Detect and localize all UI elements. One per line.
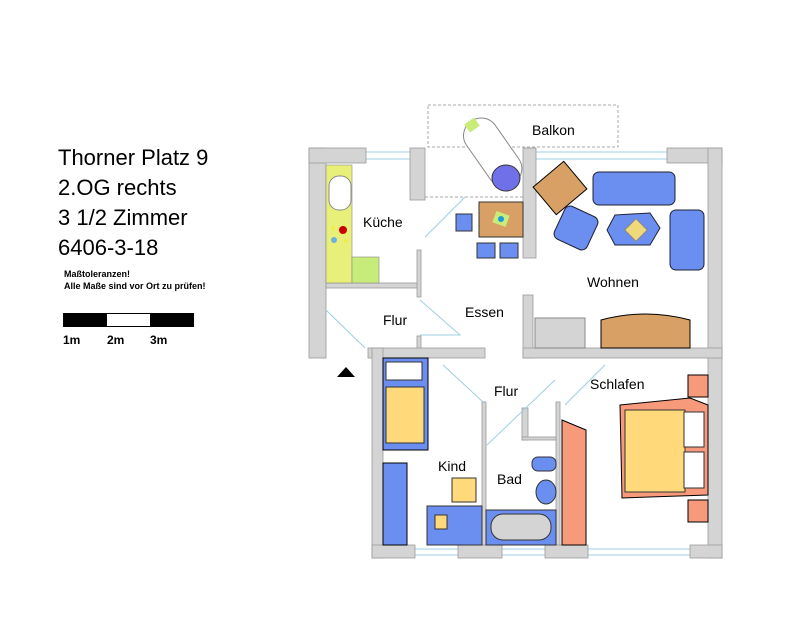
room-label-wohnen: Wohnen bbox=[587, 274, 639, 290]
scale-segment bbox=[64, 314, 107, 326]
room-label-kueche: Küche bbox=[363, 214, 403, 230]
stove-burner-icon bbox=[339, 226, 347, 234]
sink-icon bbox=[328, 175, 352, 211]
reference-number: 6406-3-18 bbox=[58, 235, 159, 260]
dining-table bbox=[455, 201, 524, 259]
living-room-furniture bbox=[532, 160, 705, 349]
room-label-schlafen: Schlafen bbox=[590, 376, 644, 392]
scale-segment bbox=[150, 314, 193, 326]
room-label-essen: Essen bbox=[465, 304, 504, 320]
room-label-balkon: Balkon bbox=[532, 122, 575, 138]
door-swings bbox=[325, 196, 606, 446]
address: Thorner Platz 9 bbox=[58, 145, 209, 170]
scale-label-3m: 3m bbox=[150, 333, 168, 347]
room-label-bad: Bad bbox=[497, 471, 522, 487]
kind-furniture bbox=[382, 357, 483, 546]
schlafen-furniture bbox=[561, 374, 709, 546]
bathtub-icon bbox=[490, 513, 552, 541]
walls bbox=[308, 147, 723, 559]
room-label-flur: Flur bbox=[383, 312, 407, 328]
scale-segment bbox=[107, 314, 150, 326]
scale-label-1m: 1m bbox=[63, 333, 81, 347]
room-label-kind: Kind bbox=[438, 458, 466, 474]
scale-label-2m: 2m bbox=[107, 333, 125, 347]
windows bbox=[366, 151, 690, 556]
entrance-arrow-icon bbox=[337, 367, 355, 377]
scale-bar bbox=[63, 313, 194, 327]
floor: 2.OG rechts bbox=[58, 175, 177, 200]
note-line-1: Maßtoleranzen! bbox=[64, 269, 131, 279]
room-label-flur-2: Flur bbox=[494, 383, 518, 399]
tolerance-notes: Maßtoleranzen! Alle Maße sind vor Ort zu… bbox=[64, 268, 206, 292]
bathroom-fixtures bbox=[485, 456, 557, 546]
sink-icon bbox=[531, 456, 557, 472]
apartment-info: Thorner Platz 9 2.OG rechts 3 1/2 Zimmer… bbox=[58, 143, 208, 263]
toilet-icon bbox=[535, 479, 557, 505]
room-count: 3 1/2 Zimmer bbox=[58, 205, 188, 230]
sun-lounger bbox=[463, 117, 523, 192]
kitchen-counter bbox=[325, 164, 380, 284]
note-line-2: Alle Maße sind vor Ort zu prüfen! bbox=[64, 281, 206, 291]
balcony-outline bbox=[427, 104, 619, 148]
